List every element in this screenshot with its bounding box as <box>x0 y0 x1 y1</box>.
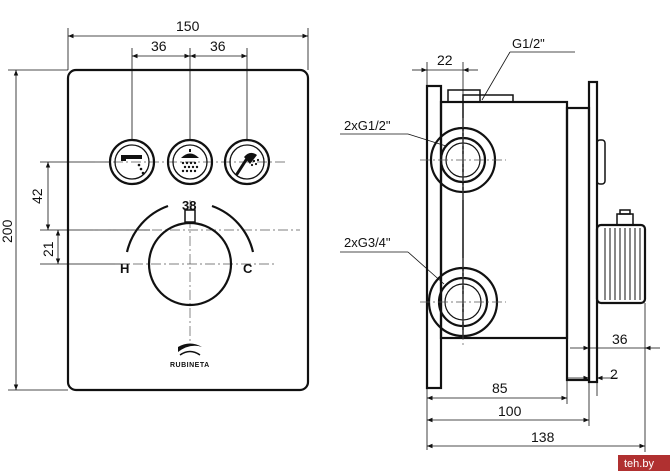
knob-hot-label: H <box>120 261 129 276</box>
button-hand-shower[interactable] <box>223 138 271 186</box>
dim-knob-projection-label: 36 <box>612 331 628 347</box>
front-view: 150 36 36 200 42 21 <box>0 18 310 392</box>
side-button-pin <box>596 139 606 185</box>
dimension-overall-height: 200 <box>0 69 68 391</box>
label-top-connection: G1/2" <box>481 36 575 101</box>
label-upper-ports-text: 2xG1/2" <box>344 118 391 133</box>
dimension-knob-offset: 21 <box>40 230 130 265</box>
dim-top-offset-label: 22 <box>437 52 453 68</box>
dim-body-100-label: 100 <box>498 403 522 419</box>
dimension-plate-thickness: 2 <box>568 366 618 396</box>
dimension-knob-projection: 36 <box>570 303 660 354</box>
button-faucet[interactable] <box>108 138 156 186</box>
dim-plate-thickness-label: 2 <box>610 366 618 382</box>
dim-overall-width-label: 150 <box>176 18 200 34</box>
brand-text: RUBINETA <box>170 362 210 369</box>
label-upper-ports: 2xG1/2" <box>340 118 447 147</box>
watermark: teh.by <box>618 455 670 471</box>
faucet-icon <box>121 155 145 175</box>
dimension-overall-width: 150 <box>67 18 309 70</box>
dimension-body-85: 85 <box>426 338 568 450</box>
side-front-housing <box>565 106 591 382</box>
dim-overall-height-label: 200 <box>0 219 15 243</box>
dimension-button-offset: 42 <box>29 161 150 231</box>
dim-overall-depth-label: 138 <box>531 429 555 445</box>
dimension-button-spacing: 36 36 <box>131 38 248 140</box>
dim-button-spacing-left-label: 36 <box>151 38 167 54</box>
watermark-text: teh.by <box>624 458 654 470</box>
side-back-plate <box>425 84 443 390</box>
upper-port <box>420 118 506 200</box>
rubineta-logo-icon <box>178 343 202 356</box>
top-connection-stub <box>447 89 481 103</box>
label-top-connection-text: G1/2" <box>512 36 545 51</box>
label-lower-ports: 2xG3/4" <box>340 235 445 285</box>
label-lower-ports-text: 2xG3/4" <box>344 235 391 250</box>
knob-scale-mark: 38 <box>182 198 196 213</box>
side-view: G1/2" 2xG1/2" 2xG3/4" 22 36 <box>340 36 660 452</box>
dim-button-offset-label: 42 <box>29 188 45 204</box>
dim-button-spacing-right-label: 36 <box>210 38 226 54</box>
dim-knob-offset-label: 21 <box>40 241 56 257</box>
hand-shower-icon <box>235 152 260 176</box>
thermostatic-knob[interactable]: 38 H C <box>120 198 255 307</box>
brand-logo: RUBINETA <box>170 343 210 369</box>
side-front-plate <box>587 80 599 384</box>
button-shower-head[interactable] <box>166 138 214 186</box>
knob-cold-label: C <box>243 261 253 276</box>
dimension-body-100: 100 <box>427 396 590 426</box>
dim-body-85-label: 85 <box>492 380 508 396</box>
lower-port <box>420 258 506 346</box>
dimension-overall-depth: 138 <box>427 354 646 452</box>
shower-head-icon <box>181 149 199 173</box>
dimension-top-offset: 22 <box>412 52 478 95</box>
side-knob <box>595 209 647 305</box>
